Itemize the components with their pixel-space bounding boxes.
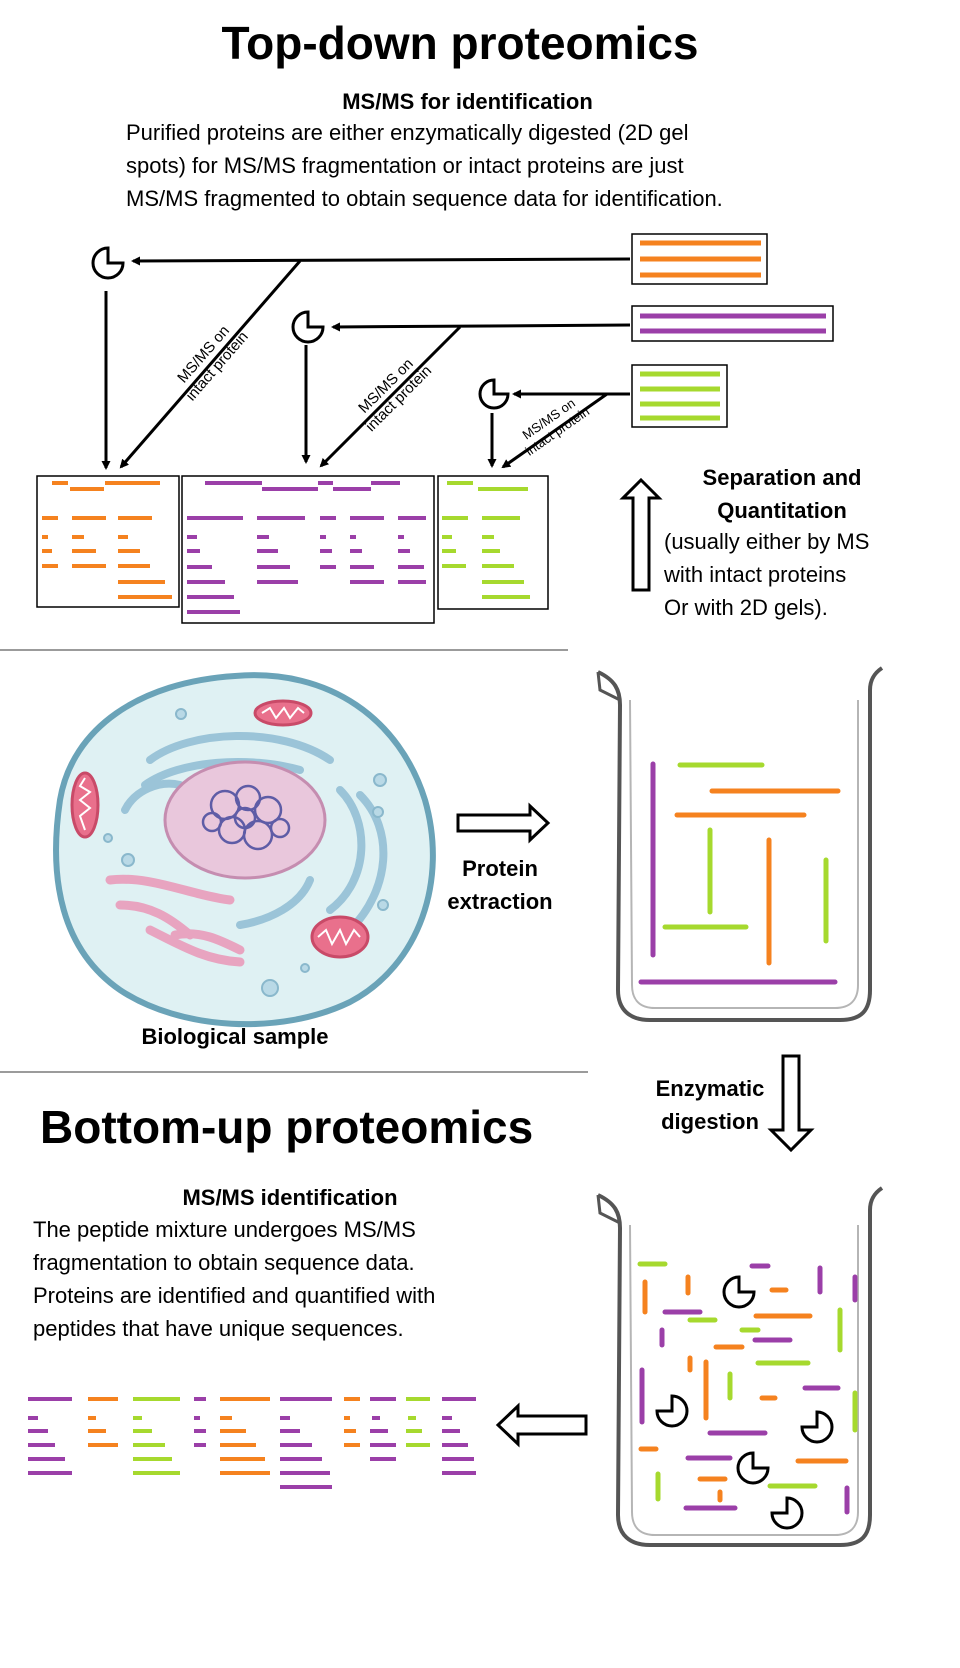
protein-box-orange [631,233,768,285]
digestion-label: Enzymatic digestion [655,1076,765,1134]
separation-note: (usually either by MS with intact protei… [664,529,870,620]
protein-box-purple [631,305,834,342]
block-arrow-icon [495,1402,588,1448]
top-down-description: Purified proteins are either enzymatical… [126,116,846,215]
peptide-mixture [637,1261,858,1515]
block-arrow-icon [456,802,551,844]
separation-title: Separation and Quantitation [702,465,862,523]
description-line: Proteins are identified and quantified w… [33,1283,436,1308]
bottom-up-title: Bottom-up proteomics [40,1101,534,1153]
top-down-title: Top-down proteomics [221,17,699,69]
pacman-enzyme-icon [91,246,510,410]
peptide-spectra [28,1397,476,1489]
description-line: spots) for MS/MS fragmentation or intact… [126,153,684,178]
spectrum-box-purple [181,475,435,624]
protein-box-green [631,364,728,428]
description-line: The peptide mixture undergoes MS/MS [33,1217,416,1242]
description-line: fragmentation to obtain sequence data. [33,1250,415,1275]
arrow [131,256,631,266]
arrow [501,392,608,469]
bottom-up-description: The peptide mixture undergoes MS/MS frag… [33,1213,553,1345]
description-line: Purified proteins are either enzymatical… [126,120,689,145]
cell-illustration [53,672,436,1028]
biological-sample-label: Biological sample [141,1024,329,1049]
arrow [319,325,462,468]
top-down-subtitle: MS/MS for identification [342,89,593,114]
msms-label: MS/MS on intact protein [355,355,435,435]
block-arrow-icon [619,477,663,592]
extraction-label: Protein extraction [447,856,553,914]
beaker-icon [596,666,884,1022]
msms-label: MS/MS on intact protein [520,395,593,458]
block-arrow-icon [767,1054,815,1153]
beaker-icon [596,1186,884,1547]
description-line: peptides that have unique sequences. [33,1316,404,1341]
description-line: MS/MS fragmented to obtain sequence data… [126,186,723,211]
intact-proteins [638,761,841,985]
arrow [119,260,302,469]
arrow [331,322,631,332]
spectrum-box-green [437,475,549,610]
msms-label: MS/MS on intact protein [174,322,252,404]
pacman-enzyme-icon [655,1275,834,1530]
spectrum-box-orange [36,475,180,608]
bottom-up-subtitle: MS/MS identification [182,1185,398,1210]
